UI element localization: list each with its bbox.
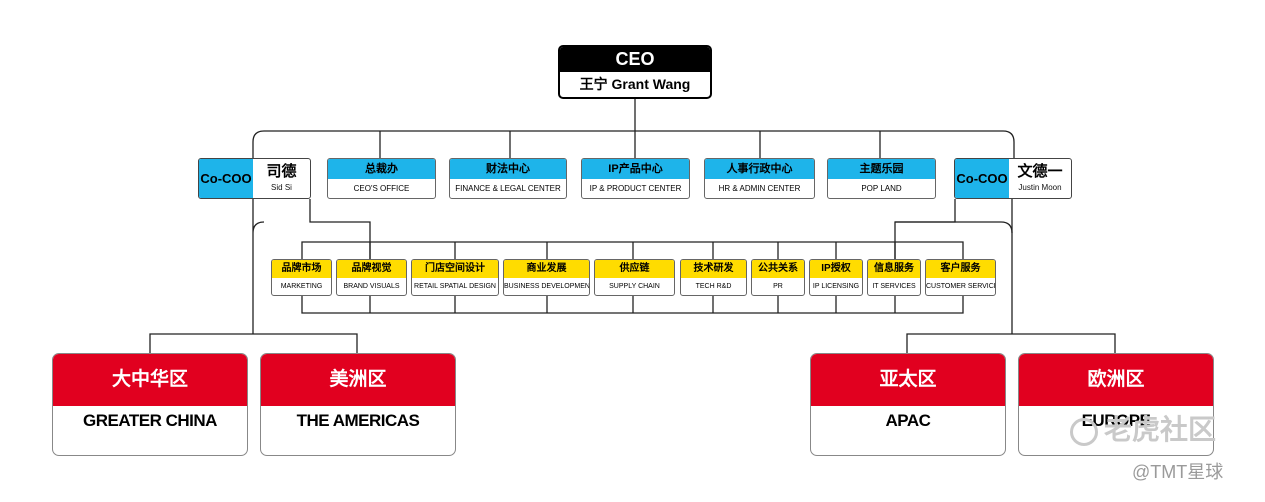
connector-coo-right-down bbox=[894, 199, 956, 259]
connector-coo-left-down bbox=[309, 199, 371, 259]
connector-right-regions-bus bbox=[906, 333, 1116, 353]
coo-right-tag: Co-COO bbox=[955, 159, 1009, 198]
function-cn: 公共关系 bbox=[752, 260, 804, 278]
function-ip-licensing: IP授权 IP LICENSING bbox=[809, 259, 863, 296]
department-ip-product: IP产品中心 IP & PRODUCT CENTER bbox=[581, 158, 690, 199]
function-en: SUPPLY CHAIN bbox=[609, 283, 660, 290]
function-pr: 公共关系 PR bbox=[751, 259, 805, 296]
function-retail-spatial-design: 门店空间设计 RETAIL SPATIAL DESIGN bbox=[411, 259, 499, 296]
function-cn: 技术研发 bbox=[681, 260, 746, 278]
department-en: FINANCE & LEGAL CENTER bbox=[455, 184, 561, 193]
function-customer-service: 客户服务 CUSTOMER SERVICE bbox=[925, 259, 996, 296]
function-cn: IP授权 bbox=[810, 260, 862, 278]
ceo-title: CEO bbox=[560, 47, 710, 72]
connector-top-bus bbox=[252, 130, 1015, 158]
watermark-main-text: 老虎社区 bbox=[1104, 414, 1217, 445]
watermark-main: 老虎社区 bbox=[1070, 408, 1216, 448]
region-europe: 欧洲区 EUROPE bbox=[1018, 353, 1214, 456]
department-finance-legal: 财法中心 FINANCE & LEGAL CENTER bbox=[449, 158, 567, 199]
function-business-development: 商业发展 BUSINESS DEVELOPMENT bbox=[503, 259, 590, 296]
coo-right-name-cn: 文德一 bbox=[1017, 163, 1063, 180]
department-cn: 财法中心 bbox=[450, 159, 566, 179]
function-en: IP LICENSING bbox=[812, 283, 860, 290]
coo-right-box: Co-COO 文德一 Justin Moon bbox=[954, 158, 1072, 199]
function-en: BRAND VISUALS bbox=[343, 283, 400, 290]
department-cn: 主题乐园 bbox=[828, 159, 935, 179]
function-cn: 品牌视觉 bbox=[337, 260, 406, 278]
region-cn: 亚太区 bbox=[811, 354, 1005, 406]
region-the-americas: 美洲区 THE AMERICAS bbox=[260, 353, 456, 456]
coo-left-tag: Co-COO bbox=[199, 159, 253, 198]
function-tech-rd: 技术研发 TECH R&D bbox=[680, 259, 747, 296]
region-cn: 大中华区 bbox=[53, 354, 247, 406]
function-en: MARKETING bbox=[280, 283, 323, 290]
region-en: GREATER CHINA bbox=[83, 411, 217, 430]
function-en: BUSINESS DEVELOPMENT bbox=[504, 283, 590, 290]
function-en: TECH R&D bbox=[695, 283, 732, 290]
department-en: IP & PRODUCT CENTER bbox=[589, 184, 682, 193]
function-cn: 商业发展 bbox=[504, 260, 589, 278]
department-cn: IP产品中心 bbox=[582, 159, 689, 179]
function-en: IT SERVICES bbox=[872, 283, 916, 290]
coo-right-name-en: Justin Moon bbox=[1018, 183, 1062, 192]
department-pop-land: 主题乐园 POP LAND bbox=[827, 158, 936, 199]
connector-left-regions-bus bbox=[149, 333, 358, 353]
watermark-sub: @TMT星球 bbox=[1132, 462, 1224, 482]
function-cn: 门店空间设计 bbox=[412, 260, 498, 278]
region-en: EUROPE bbox=[1081, 411, 1151, 430]
function-cn: 信息服务 bbox=[868, 260, 920, 278]
connector-left-region-trunk bbox=[252, 199, 265, 334]
connector-right-region-bus bbox=[895, 221, 1013, 234]
coo-left-name-cn: 司德 bbox=[266, 163, 297, 180]
function-en: PR bbox=[773, 283, 783, 290]
function-cn: 供应链 bbox=[595, 260, 674, 278]
coo-left-box: Co-COO 司德 Sid Si bbox=[198, 158, 311, 199]
function-cn: 品牌市场 bbox=[272, 260, 331, 278]
function-cn: 客户服务 bbox=[926, 260, 995, 278]
region-en: APAC bbox=[885, 411, 931, 430]
region-apac: 亚太区 APAC bbox=[810, 353, 1006, 456]
function-brand-visuals: 品牌视觉 BRAND VISUALS bbox=[336, 259, 407, 296]
function-en: RETAIL SPATIAL DESIGN bbox=[414, 283, 496, 290]
function-it-services: 信息服务 IT SERVICES bbox=[867, 259, 921, 296]
department-cn: 总裁办 bbox=[328, 159, 435, 179]
department-en: POP LAND bbox=[861, 184, 902, 193]
function-en: CUSTOMER SERVICE bbox=[926, 283, 996, 290]
region-cn: 美洲区 bbox=[261, 354, 455, 406]
function-marketing: 品牌市场 MARKETING bbox=[271, 259, 332, 296]
ceo-name: 王宁 Grant Wang bbox=[579, 76, 691, 92]
coo-left-name-en: Sid Si bbox=[271, 183, 292, 192]
region-en: THE AMERICAS bbox=[296, 411, 420, 430]
department-hr-admin: 人事行政中心 HR & ADMIN CENTER bbox=[704, 158, 815, 199]
department-ceo-office: 总裁办 CEO'S OFFICE bbox=[327, 158, 436, 199]
ceo-box: CEO 王宁 Grant Wang bbox=[558, 45, 712, 99]
department-cn: 人事行政中心 bbox=[705, 159, 814, 179]
function-supply-chain: 供应链 SUPPLY CHAIN bbox=[594, 259, 675, 296]
department-en: CEO'S OFFICE bbox=[353, 184, 410, 193]
region-greater-china: 大中华区 GREATER CHINA bbox=[52, 353, 248, 456]
region-cn: 欧洲区 bbox=[1019, 354, 1213, 406]
department-en: HR & ADMIN CENTER bbox=[718, 184, 801, 193]
tiger-logo-icon bbox=[1070, 417, 1098, 446]
